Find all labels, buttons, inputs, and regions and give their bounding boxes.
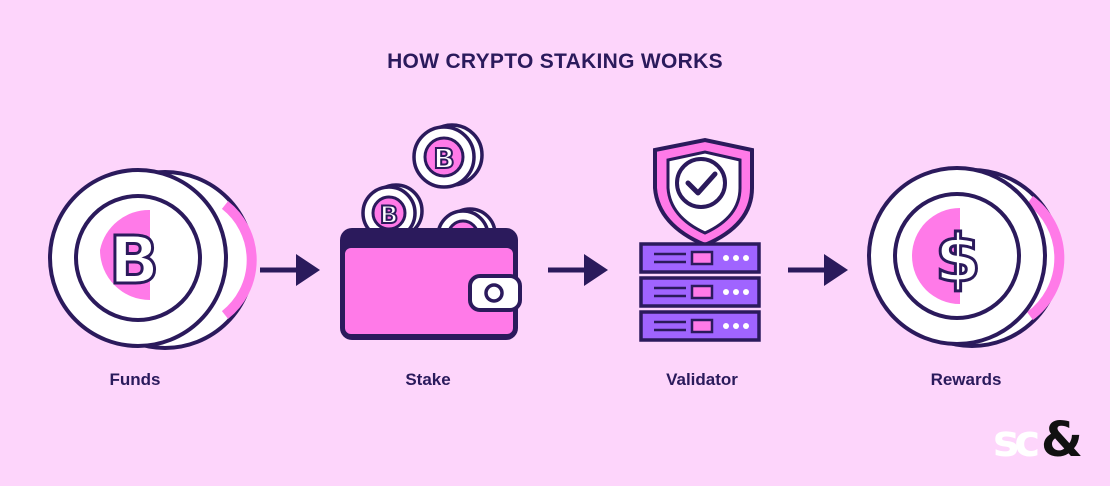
shield-server-icon: [639, 137, 761, 342]
svg-text:B: B: [433, 142, 454, 175]
server-unit: [639, 276, 761, 308]
logo-ampersand: &: [1041, 412, 1083, 468]
server-unit: [639, 310, 761, 342]
dollar-symbol: $: [935, 220, 981, 297]
brand-logo: sc &: [993, 412, 1088, 468]
logo-letters: sc: [993, 416, 1040, 467]
step-label-stake: Stake: [405, 370, 451, 389]
arrow-right-icon: [788, 254, 848, 286]
step-label-rewards: Rewards: [930, 370, 1002, 389]
svg-text:B: B: [380, 201, 398, 229]
dollar-coin-icon: $: [867, 166, 1065, 348]
bitcoin-symbol: B: [109, 222, 159, 299]
server-unit: [639, 242, 761, 274]
step-label-validator: Validator: [666, 370, 738, 389]
arrow-right-icon: [260, 254, 320, 286]
bitcoin-coin-icon: B: [48, 168, 257, 350]
diagram-title: HOW CRYPTO STAKING WORKS: [387, 50, 723, 73]
arrow-right-icon: [548, 254, 608, 286]
step-label-funds: Funds: [109, 370, 161, 389]
wallet-with-coins-icon: B B B: [340, 123, 522, 340]
